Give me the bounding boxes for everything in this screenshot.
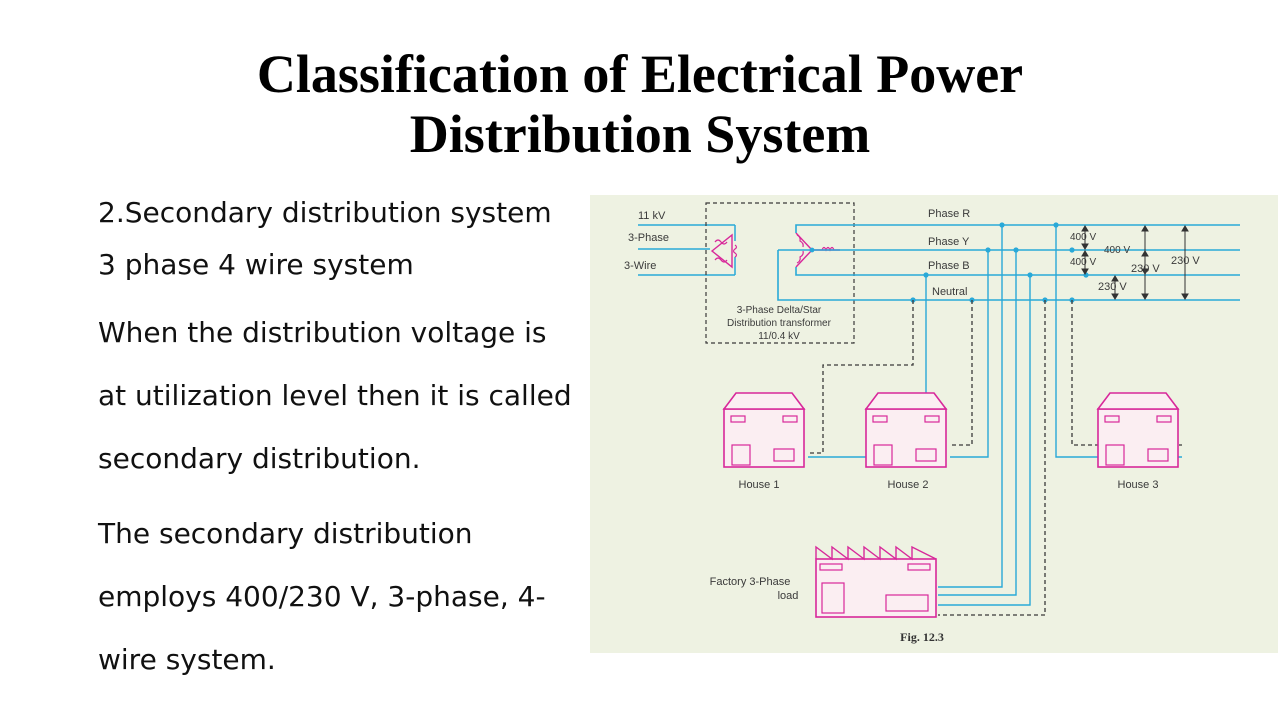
label-phase-r: Phase R	[928, 208, 970, 220]
para2-line3: wire system.	[98, 643, 276, 676]
voltage-arrows	[1081, 225, 1189, 300]
label-400v-1: 400 V	[1070, 232, 1096, 243]
distribution-diagram: 11 kV 3-Phase 3-Wire 3-Phase Delta/Star …	[590, 195, 1278, 653]
label-house-1: House 1	[739, 479, 780, 491]
house-1	[722, 392, 806, 468]
title-line-2: Distribution System	[409, 104, 871, 164]
delta-winding	[710, 233, 738, 269]
neutral-line	[777, 250, 1240, 301]
label-factory-2: load	[778, 590, 799, 602]
transformer-label-3: 11/0.4 kV	[758, 331, 800, 342]
phase-r-line	[795, 224, 1240, 233]
label-400v-3: 400 V	[1070, 257, 1096, 268]
factory	[815, 545, 937, 618]
slide-title: Classification of Electrical Power Distr…	[0, 44, 1280, 164]
label-3wire: 3-Wire	[624, 260, 656, 272]
section-subheading: 3 phase 4 wire system	[98, 248, 414, 281]
section-heading: 2.Secondary distribution system	[98, 196, 552, 229]
label-factory-1: Factory 3-Phase	[710, 576, 791, 588]
label-230v-2: 230 V	[1171, 255, 1200, 267]
label-230v-1: 230 V	[1131, 263, 1160, 275]
house-3	[1096, 392, 1180, 468]
title-line-1: Classification of Electrical Power	[256, 44, 1024, 104]
house-2	[864, 392, 948, 468]
label-house-2: House 2	[888, 479, 929, 491]
label-230v-3: 230 V	[1098, 281, 1127, 293]
label-phase-y: Phase Y	[928, 236, 970, 248]
input-lines	[638, 224, 736, 276]
para1-line2: at utilization level then it is called	[98, 379, 572, 412]
figure-caption: Fig. 12.3	[900, 630, 944, 644]
transformer-box	[705, 202, 855, 344]
label-phase-b: Phase B	[928, 260, 970, 272]
para1-line3: secondary distribution.	[98, 442, 421, 475]
para2-line2: employs 400/230 V, 3-phase, 4-	[98, 580, 546, 613]
label-house-3: House 3	[1118, 479, 1159, 491]
phase-b-line	[795, 267, 1240, 276]
label-neutral: Neutral	[932, 286, 967, 298]
para1-line1: When the distribution voltage is	[98, 316, 547, 349]
para2-line1: The secondary distribution	[98, 517, 473, 550]
bus-lines	[777, 224, 1240, 301]
distribution-figure: 11 kV 3-Phase 3-Wire 3-Phase Delta/Star …	[590, 195, 1278, 653]
label-400v-2: 400 V	[1104, 245, 1130, 256]
transformer-label-2: Distribution transformer	[727, 318, 832, 329]
transformer-label-1: 3-Phase Delta/Star	[737, 305, 822, 316]
label-11kv: 11 kV	[638, 210, 666, 222]
label-3phase: 3-Phase	[628, 232, 669, 244]
